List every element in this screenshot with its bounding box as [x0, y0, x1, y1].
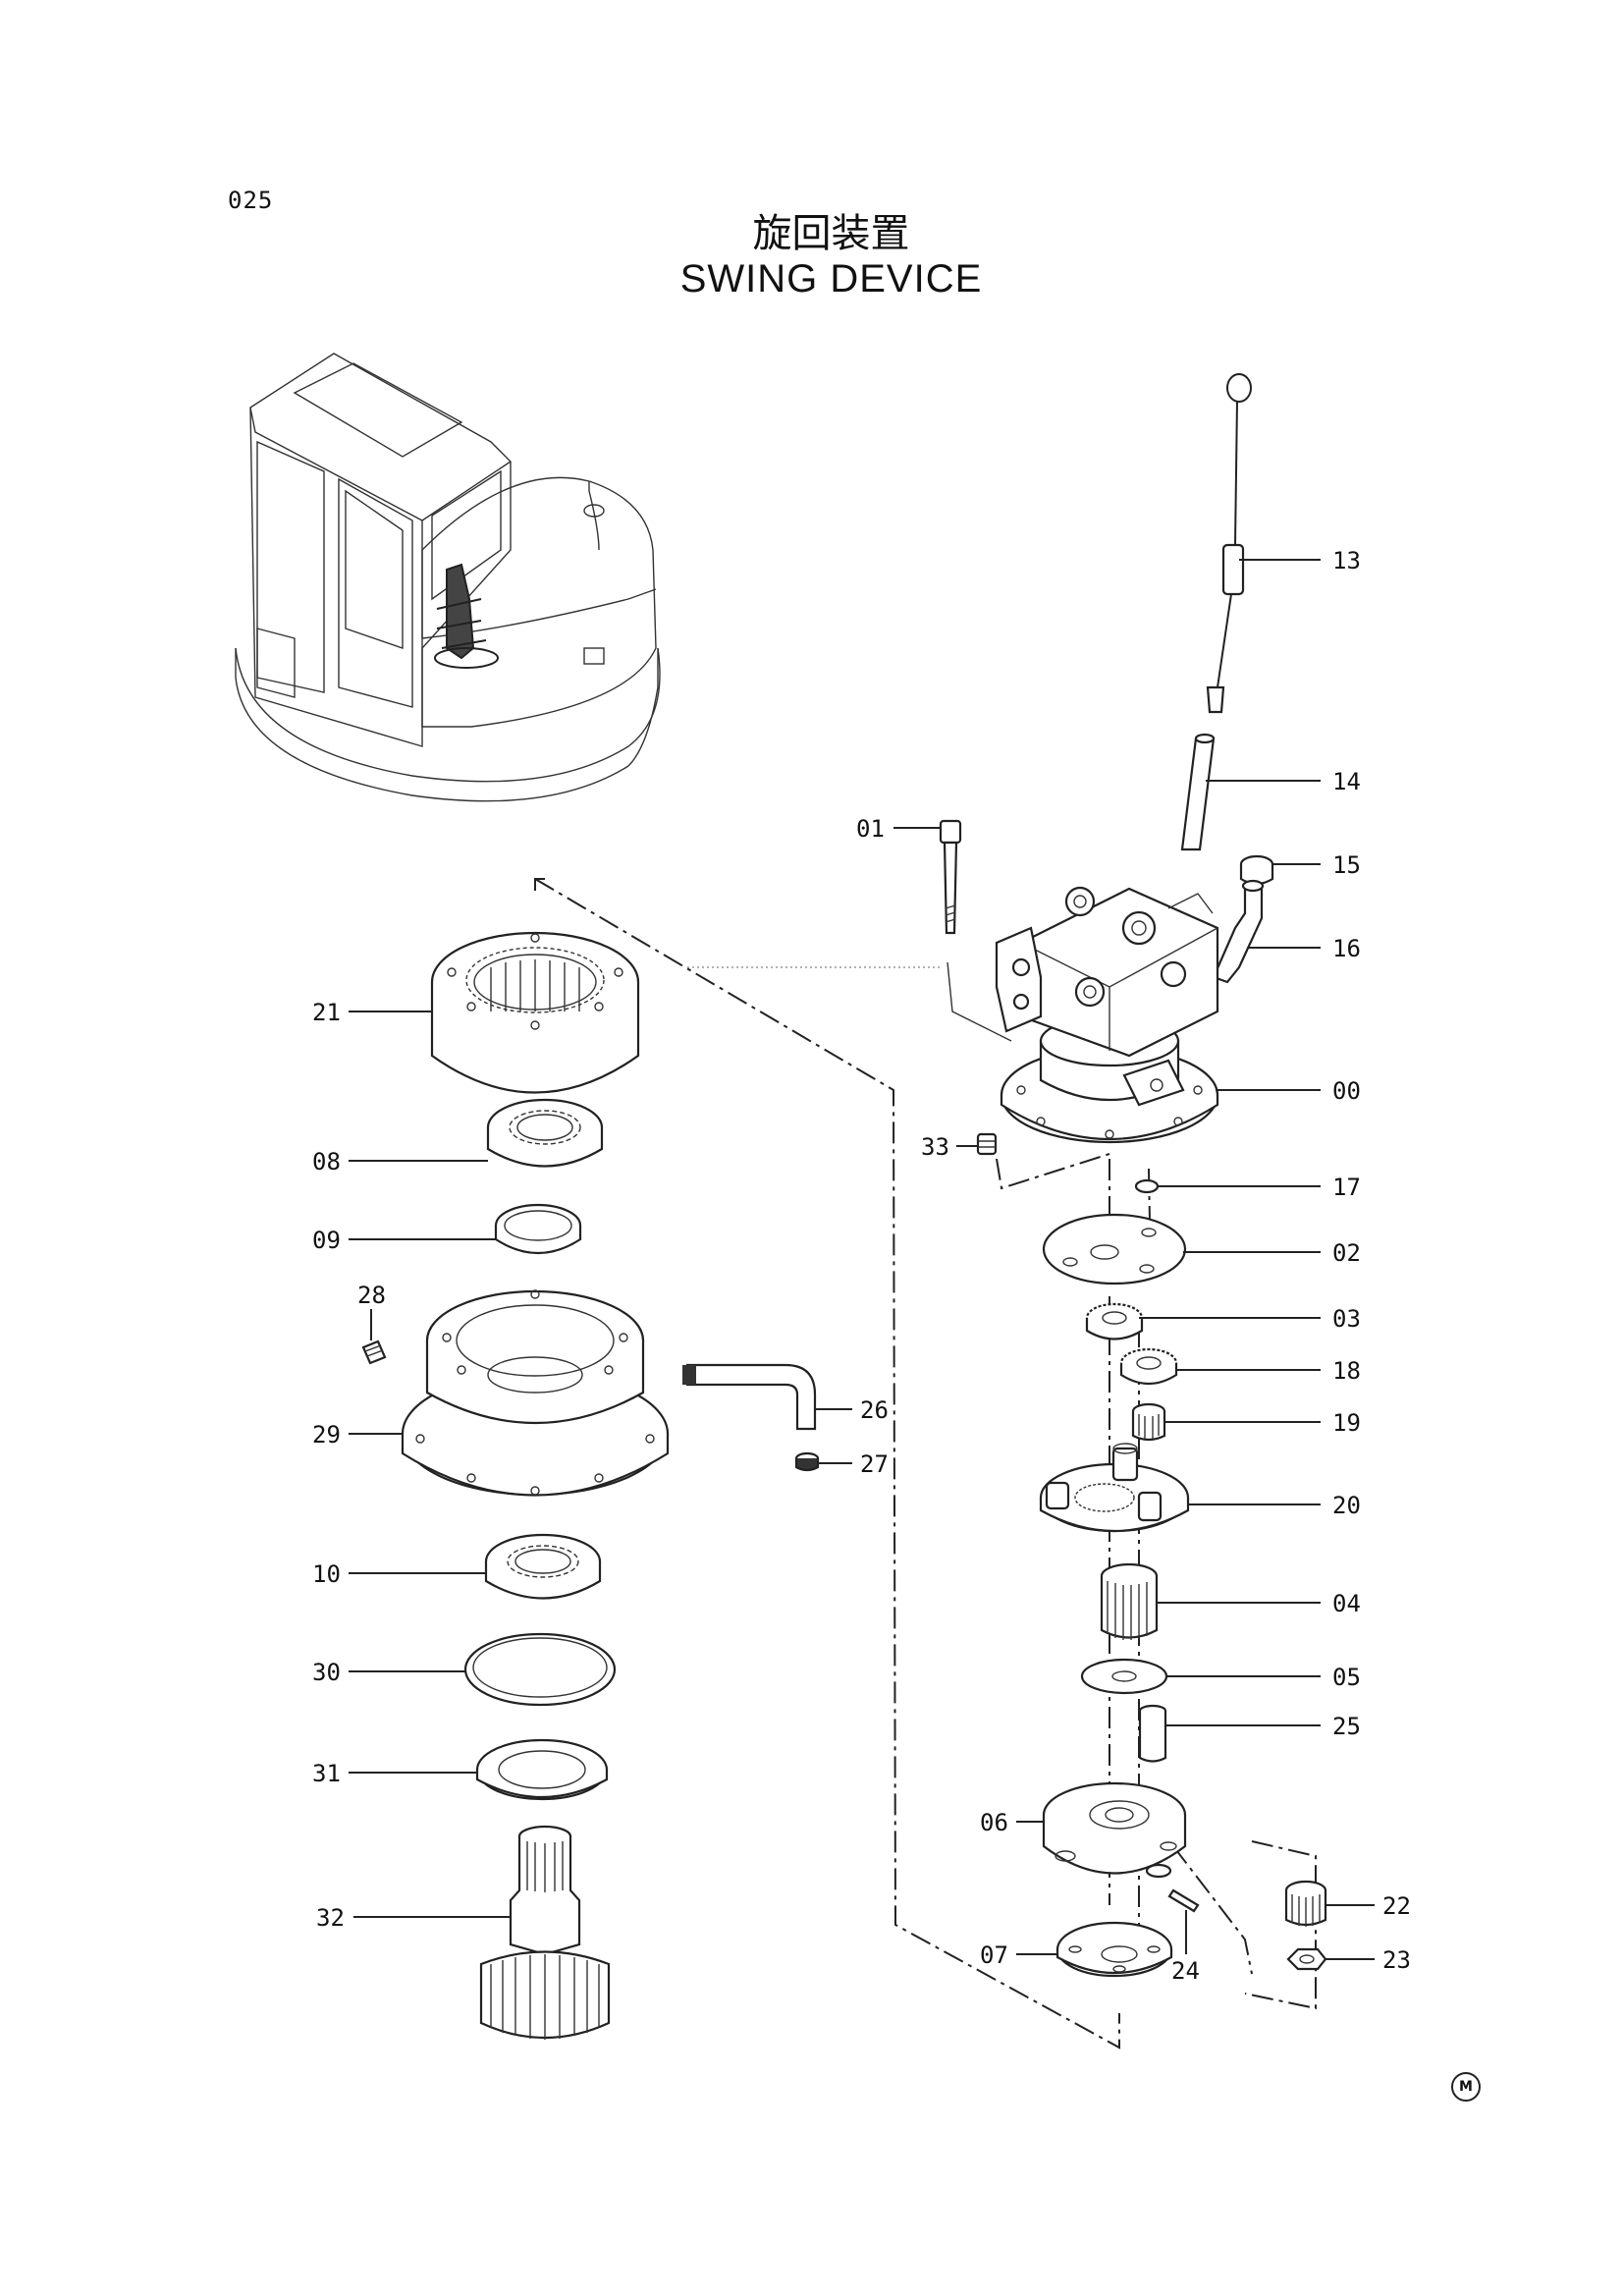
part-08-bearing: [486, 1098, 604, 1168]
part-19-bearing: [1131, 1402, 1166, 1442]
part-23-nut: [1286, 1947, 1327, 1971]
part-06-carrier: [1042, 1781, 1187, 1879]
part-22-gear: [1284, 1880, 1327, 1927]
label-20: 20: [1332, 1492, 1361, 1519]
label-15: 15: [1332, 851, 1361, 879]
label-02: 02: [1332, 1239, 1361, 1267]
leader-lines: [349, 559, 1375, 1960]
part-00-swing-motor: [995, 886, 1219, 1144]
part-02-plate: [1042, 1213, 1187, 1285]
part-10-bearing: [484, 1533, 602, 1600]
part-31-seal: [475, 1738, 609, 1801]
label-29: 29: [312, 1421, 341, 1449]
part-04-sun-gear: [1100, 1562, 1159, 1640]
label-26: 26: [860, 1396, 889, 1424]
part-07-plate: [1055, 1921, 1173, 1978]
label-17: 17: [1332, 1174, 1361, 1201]
part-14-pipe: [1180, 733, 1216, 851]
part-33-plug: [976, 1132, 998, 1156]
label-03: 03: [1332, 1305, 1361, 1333]
label-04: 04: [1332, 1590, 1361, 1617]
label-16: 16: [1332, 935, 1361, 962]
label-33: 33: [921, 1133, 949, 1161]
part-21-ring-gear: [430, 931, 640, 1094]
part-27-cap: [794, 1451, 820, 1472]
label-31: 31: [312, 1760, 341, 1787]
label-22: 22: [1382, 1892, 1411, 1920]
label-18: 18: [1332, 1357, 1361, 1385]
part-26-hose: [682, 1363, 817, 1431]
part-13-level-gauge: [1206, 373, 1252, 714]
part-05-washer: [1080, 1658, 1168, 1695]
page-number: 025: [228, 187, 274, 214]
part-09-seal: [494, 1203, 582, 1255]
part-24-pin: [1167, 1888, 1200, 1913]
part-03-gear: [1085, 1302, 1144, 1340]
publisher-mark: M: [1451, 2072, 1481, 2102]
label-19: 19: [1332, 1409, 1361, 1437]
label-00: 00: [1332, 1077, 1361, 1105]
part-28-fitting: [361, 1339, 387, 1365]
excavator-overview-icon: [235, 353, 661, 802]
part-16-hose: [1212, 879, 1265, 984]
title-japanese: 旋回装置: [752, 211, 910, 256]
part-01-bolt: [939, 819, 962, 935]
part-20-carrier: [1039, 1443, 1190, 1533]
label-30: 30: [312, 1659, 341, 1686]
label-24: 24: [1171, 1957, 1200, 1985]
label-01: 01: [856, 815, 885, 843]
title-english: SWING DEVICE: [679, 257, 983, 301]
label-09: 09: [312, 1227, 341, 1254]
part-17-o-ring: [1134, 1178, 1160, 1194]
label-13: 13: [1332, 547, 1361, 574]
part-30-ring: [463, 1632, 617, 1707]
part-labels: 13 14 01 15 16 21 00 08 33 17 09 02 28 0…: [312, 547, 1411, 1985]
label-08: 08: [312, 1148, 341, 1175]
part-29-housing: [401, 1289, 670, 1497]
label-10: 10: [312, 1560, 341, 1588]
label-27: 27: [860, 1450, 889, 1478]
part-18-gear: [1119, 1347, 1178, 1386]
label-07: 07: [980, 1941, 1008, 1969]
label-06: 06: [980, 1809, 1008, 1836]
label-25: 25: [1332, 1713, 1361, 1740]
label-28: 28: [357, 1282, 386, 1309]
part-32-pinion-shaft: [479, 1825, 611, 2040]
part-15-cap: [1239, 854, 1274, 886]
label-21: 21: [312, 999, 341, 1026]
label-05: 05: [1332, 1664, 1361, 1691]
part-25-pin: [1138, 1704, 1167, 1763]
label-32: 32: [316, 1904, 345, 1932]
label-23: 23: [1382, 1946, 1411, 1974]
label-14: 14: [1332, 768, 1361, 795]
